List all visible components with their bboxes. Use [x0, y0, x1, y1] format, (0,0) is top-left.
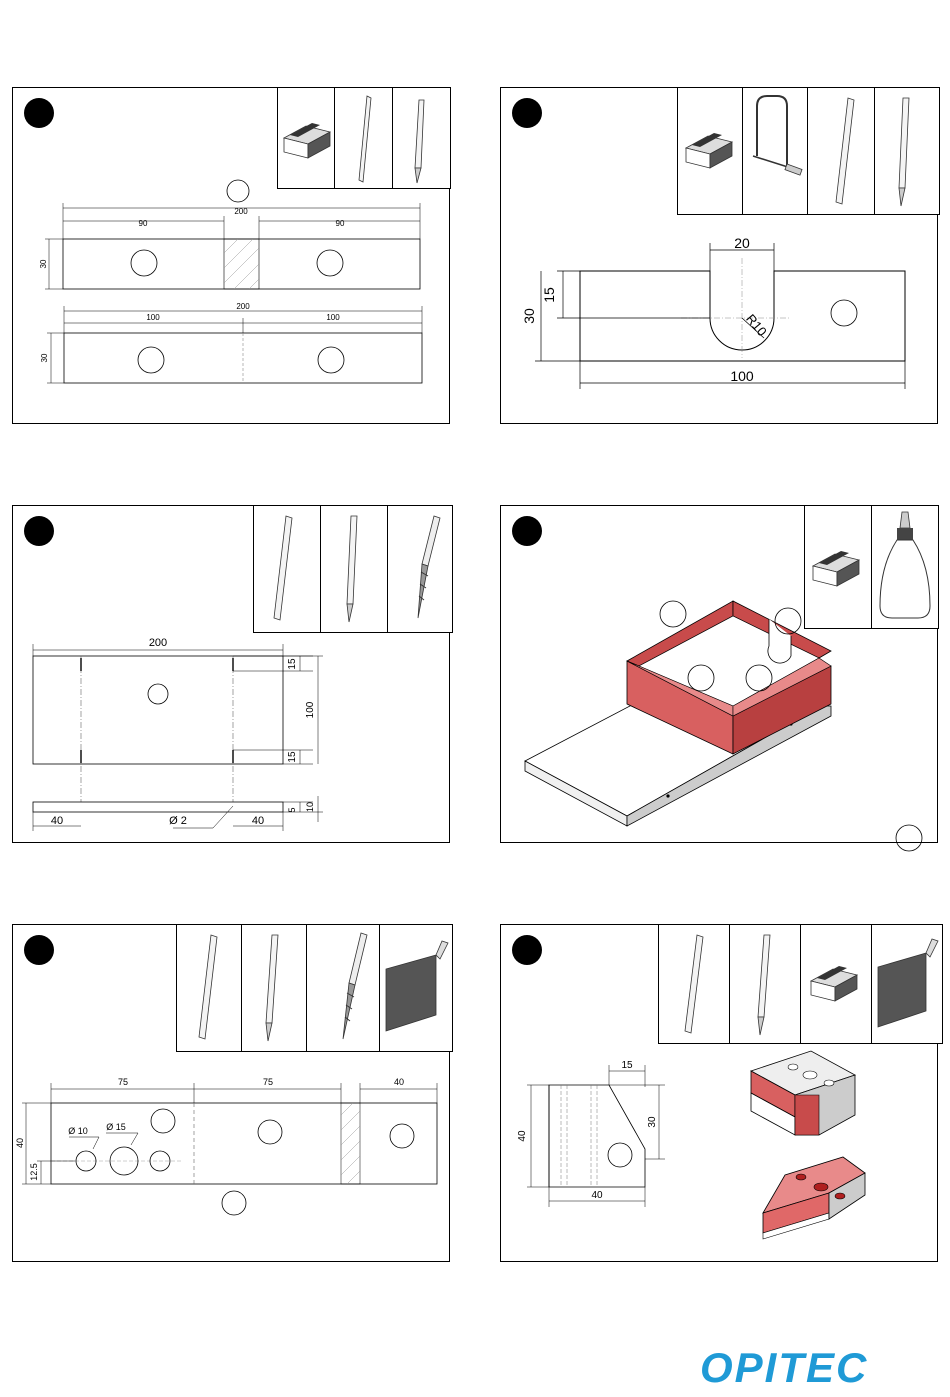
dim-right-offset: 40 [252, 815, 264, 827]
dim-hole-large: Ø 15 [106, 1122, 126, 1132]
dim-width: 100 [305, 701, 316, 718]
drawing-5: 75 75 40 40 12.5 Ø 10 Ø 15 [13, 925, 451, 1263]
drawing-3: 200 15 100 15 40 40 Ø 2 5 10 [13, 506, 451, 844]
dim-left-bottom: 100 [146, 313, 160, 322]
dim-height-bottom: 30 [40, 353, 49, 362]
drawing-1: 200 90 90 30 200 100 100 30 [13, 88, 451, 425]
dim-bottom-offset: 15 [287, 751, 298, 763]
dim-overall-top: 200 [234, 207, 248, 216]
block-3d-front [751, 1051, 855, 1135]
logo-text: OPITEC [700, 1344, 868, 1391]
dim-drill: Ø 2 [169, 815, 187, 827]
dim-height: 40 [517, 1130, 528, 1142]
block-3d-back [763, 1157, 865, 1239]
dim-bevel: 15 [621, 1060, 633, 1071]
dim-overall-bottom: 200 [236, 302, 250, 311]
step-panel-3: 200 15 100 15 40 40 Ø 2 5 10 [12, 505, 450, 843]
dim-seg2: 75 [263, 1077, 273, 1087]
drawing-6: 15 40 30 40 [501, 925, 939, 1263]
opitec-logo: OPITEC [700, 1350, 912, 1386]
step-panel-4 [500, 505, 938, 843]
step-panel-1: 200 90 90 30 200 100 100 30 [12, 87, 450, 424]
dim-right-top: 90 [336, 219, 345, 228]
dim-left-top: 90 [139, 219, 148, 228]
drawing-4 [501, 506, 939, 844]
dim-width: 40 [591, 1190, 603, 1201]
dim-hole-small: Ø 10 [68, 1126, 88, 1136]
dim-radius: R10 [743, 311, 770, 339]
dim-left-offset: 40 [51, 815, 63, 827]
dim-right-bottom: 100 [326, 313, 340, 322]
step-panel-6: 15 40 30 40 [500, 924, 938, 1262]
dim-length: 100 [730, 368, 754, 384]
dim-thickness-5: 5 [287, 807, 297, 812]
dim-depth: 15 [541, 287, 557, 303]
dim-seg3: 40 [394, 1077, 404, 1087]
dim-height: 30 [521, 308, 537, 324]
step-panel-2: 20 15 30 R10 100 [500, 87, 938, 424]
dim-bevel-height: 30 [647, 1116, 658, 1128]
dim-length: 200 [149, 637, 167, 649]
dim-height: 40 [15, 1138, 25, 1148]
dim-offset: 12.5 [29, 1163, 39, 1181]
dim-height-top: 30 [39, 259, 48, 268]
dim-thickness-10: 10 [305, 802, 315, 812]
dim-slot-width: 20 [734, 235, 750, 251]
drawing-2: 20 15 30 R10 100 [501, 88, 939, 425]
step-panel-5: 75 75 40 40 12.5 Ø 10 Ø 15 [12, 924, 450, 1262]
dim-top-offset: 15 [287, 658, 298, 670]
dim-seg1: 75 [118, 1077, 128, 1087]
